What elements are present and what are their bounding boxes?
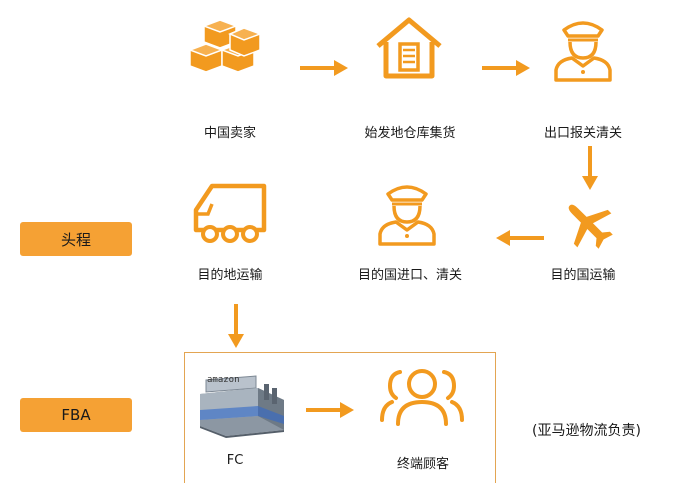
arrow-left-icon: [496, 230, 544, 246]
step-label-fc: FC: [226, 453, 244, 468]
step-label-chinese-seller: 中国卖家: [203, 126, 256, 141]
customers-icon: [380, 369, 464, 426]
step-label-end-customer: 终端顾客: [396, 457, 449, 472]
step-label-export-customs: 出口报关清关: [543, 126, 622, 141]
stage-tag-first-leg: 头程: [20, 222, 132, 256]
truck-icon: [193, 183, 267, 243]
customs-officer-icon: [554, 21, 612, 82]
step-label-origin-warehouse: 始发地仓库集货: [364, 126, 456, 141]
step-label-destination-delivery: 目的地运输: [197, 268, 263, 283]
arrow-right-icon: [300, 60, 348, 76]
arrow-right-icon: [482, 60, 530, 76]
airplane-icon: [568, 204, 613, 249]
step-label-import-customs: 目的国进口、清关: [357, 268, 462, 283]
amazon-logistics-note: (亚马逊物流负责): [532, 423, 641, 439]
stage-tag-fba-label: FBA: [61, 406, 91, 424]
arrow-down-icon: [582, 146, 598, 190]
arrow-right-icon: [306, 402, 354, 418]
stage-tag-first-leg-label: 头程: [60, 230, 91, 249]
step-label-destination-transport: 目的国运输: [550, 268, 616, 283]
customs-officer-icon: [378, 185, 436, 246]
fba-section-box: [184, 352, 496, 483]
amazon-fc-building-icon: [200, 375, 284, 438]
warehouse-icon: [376, 17, 442, 79]
boxes-icon: [187, 19, 263, 73]
stage-tag-fba: FBA: [20, 398, 132, 432]
amazon-sign-text: amazon: [207, 375, 240, 385]
arrow-down-icon: [228, 304, 244, 348]
